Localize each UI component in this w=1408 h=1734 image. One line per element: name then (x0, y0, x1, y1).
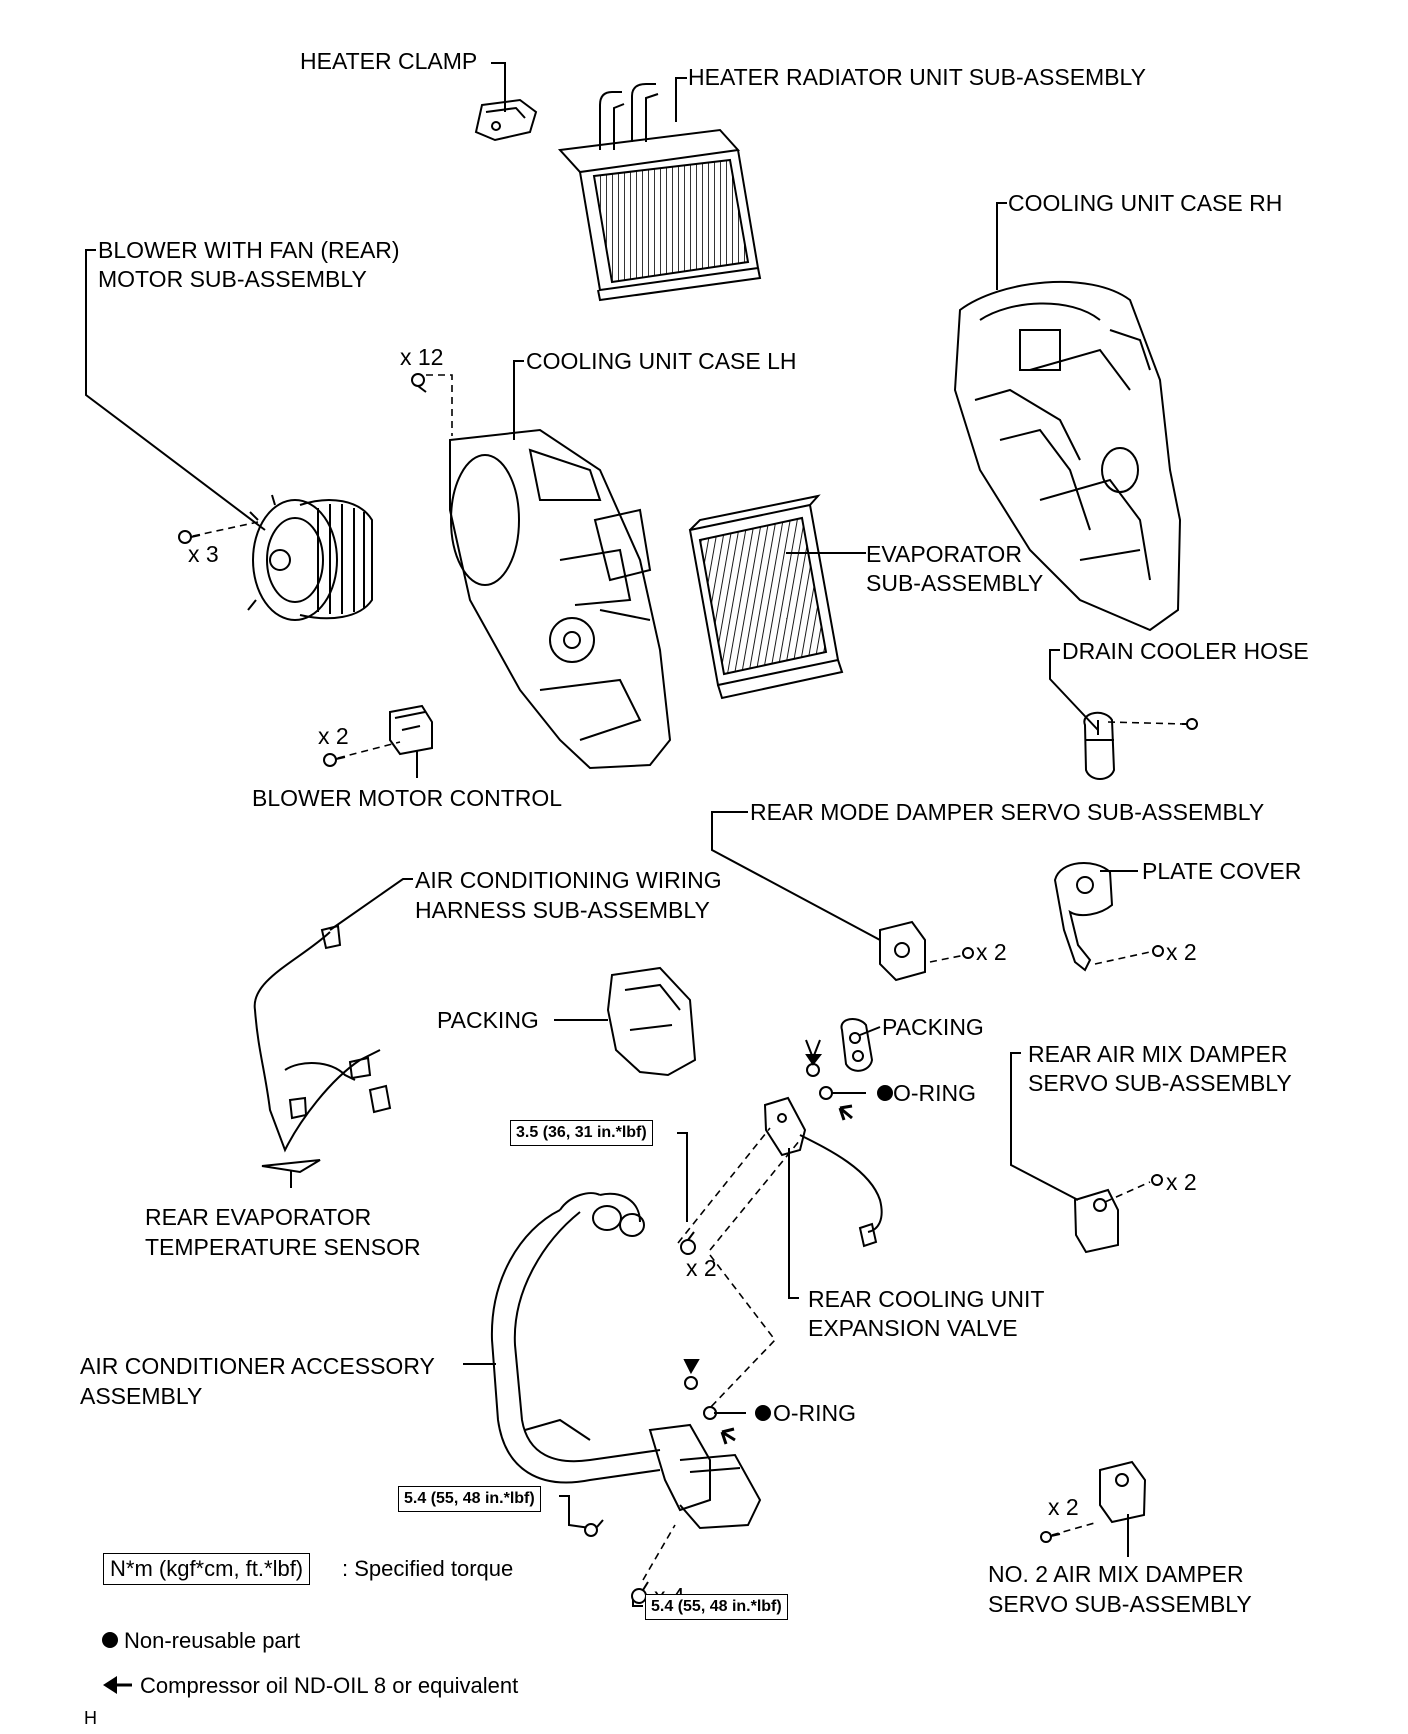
label-qty-x2-rear-air-mix: x 2 (1166, 1169, 1197, 1195)
label-blower-line2: MOTOR SUB-ASSEMBLY (98, 266, 367, 292)
label-blower-line1: BLOWER WITH FAN (REAR) (98, 237, 400, 263)
label-qty-x2-blower-control: x 2 (318, 723, 349, 749)
torque-accessory-left: 5.4 (55, 48 in.*lbf) (398, 1486, 541, 1512)
label-ac-accessory-line2: ASSEMBLY (80, 1383, 203, 1409)
label-ac-accessory-line1: AIR CONDITIONER ACCESSORY (80, 1353, 435, 1379)
rear-air-mix-servo-part (1073, 1188, 1119, 1254)
evaporator-part (688, 494, 844, 700)
label-rear-evap-sensor-line2: TEMPERATURE SENSOR (145, 1234, 421, 1260)
label-packing-left: PACKING (437, 1007, 539, 1033)
label-packing-right: PACKING (882, 1014, 984, 1040)
label-rear-air-mix-line2: SERVO SUB-ASSEMBLY (1028, 1070, 1292, 1096)
no2-air-mix-servo-part (1099, 1460, 1147, 1524)
blower-motor-part (247, 494, 373, 621)
rear-mode-servo-part (879, 920, 926, 982)
label-evaporator-line2: SUB-ASSEMBLY (866, 570, 1044, 596)
label-heater-clamp: HEATER CLAMP (300, 48, 478, 74)
legend-nonreusable-text: Non-reusable part (124, 1628, 301, 1653)
label-qty-x2-exp-valve: x 2 (686, 1255, 717, 1281)
legend-torque-text: : Specified torque (342, 1556, 514, 1581)
cooling-case-rh-part (953, 280, 1182, 632)
label-cooling-case-lh: COOLING UNIT CASE LH (526, 348, 797, 374)
bolt-icons (178, 373, 1198, 1604)
label-oring-lower: O-RING (773, 1400, 857, 1426)
blower-control-part (389, 704, 433, 756)
label-rear-mode-damper: REAR MODE DAMPER SERVO SUB-ASSEMBLY (750, 799, 1265, 825)
packing-left-part (606, 966, 697, 1077)
label-ac-wiring-line1: AIR CONDITIONING WIRING (415, 867, 722, 893)
label-rear-evap-sensor-line1: REAR EVAPORATOR (145, 1204, 372, 1230)
label-qty-x2-plate-cover: x 2 (1166, 939, 1197, 965)
nonreusable-dot-icon (102, 1632, 118, 1648)
label-qty-x3: x 3 (188, 541, 219, 567)
label-qty-x12: x 12 (400, 344, 444, 370)
packing-right-part (840, 1018, 874, 1072)
label-oring-upper: O-RING (893, 1080, 977, 1106)
plate-cover-part (1053, 861, 1114, 972)
label-evaporator-line1: EVAPORATOR (866, 541, 1022, 567)
footer-code: H (84, 1708, 97, 1728)
label-cooling-case-rh: COOLING UNIT CASE RH (1008, 190, 1283, 216)
oring-upper-parts (805, 1039, 893, 1121)
torque-exp-valve: 3.5 (36, 31 in.*lbf) (510, 1120, 653, 1146)
label-ac-wiring-line2: HARNESS SUB-ASSEMBLY (415, 897, 710, 923)
ac-accessory-part (490, 1192, 762, 1530)
torque-accessory-bottom: 5.4 (55, 48 in.*lbf) (645, 1594, 788, 1620)
label-drain-cooler-hose: DRAIN COOLER HOSE (1062, 638, 1309, 664)
label-rear-exp-valve-line1: REAR COOLING UNIT (808, 1286, 1045, 1312)
label-plate-cover: PLATE COVER (1142, 858, 1302, 884)
label-qty-x2-no2-air-mix: x 2 (1048, 1494, 1079, 1520)
oring-lower-parts (683, 1359, 771, 1445)
compressor-oil-arrow-icon (103, 1676, 132, 1694)
label-rear-air-mix-line1: REAR AIR MIX DAMPER (1028, 1041, 1288, 1067)
expansion-valve-part (763, 1096, 883, 1248)
label-qty-x2-mode-damper: x 2 (976, 939, 1007, 965)
label-heater-radiator: HEATER RADIATOR UNIT SUB-ASSEMBLY (688, 64, 1146, 90)
cooling-case-lh-part (449, 428, 672, 770)
label-rear-exp-valve-line2: EXPANSION VALVE (808, 1315, 1018, 1341)
label-no2-air-mix-line2: SERVO SUB-ASSEMBLY (988, 1591, 1252, 1617)
drain-hose-part (1083, 711, 1116, 780)
legend-oil-text: Compressor oil ND-OIL 8 or equivalent (140, 1673, 519, 1698)
heater-radiator-part (557, 83, 762, 302)
label-blower-motor-control: BLOWER MOTOR CONTROL (252, 785, 563, 811)
label-no2-air-mix-line1: NO. 2 AIR MIX DAMPER (988, 1561, 1244, 1587)
legend-torque-box: N*m (kgf*cm, ft.*lbf) (103, 1553, 311, 1585)
dashed-assembly-lines (192, 374, 1185, 1581)
wiring-harness-part (253, 924, 392, 1174)
heater-clamp-part (474, 98, 538, 142)
